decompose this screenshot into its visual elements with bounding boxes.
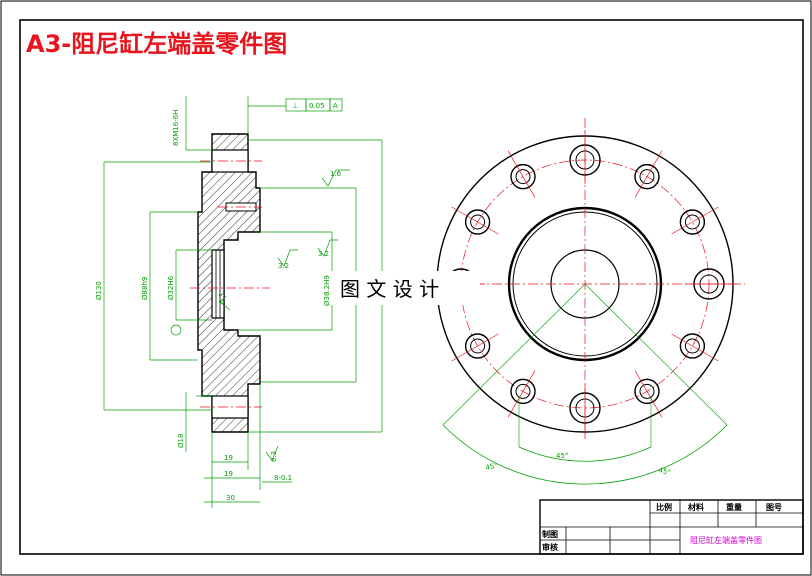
- dia-32-label: Ø32H6: [167, 275, 175, 300]
- bolt-hole-outer: [634, 378, 660, 405]
- roughness-a-label: 3.2: [278, 262, 289, 270]
- tb-scale: 比例: [656, 502, 672, 512]
- watermark: 图 文 设 计: [340, 277, 439, 301]
- bolt-hole-inner: [639, 383, 655, 399]
- dia-88-label: Ø88h9: [141, 277, 149, 300]
- angle-ext: [584, 283, 728, 426]
- thread-hole-top: [211, 149, 249, 173]
- hole-center-line: [507, 150, 536, 198]
- bolt-hole-outer: [679, 333, 706, 359]
- title-block: [539, 499, 804, 555]
- angle-arc-outer: [442, 424, 728, 485]
- bolt-hole-outer: [510, 163, 536, 190]
- bolt-hole-inner: [470, 338, 486, 354]
- tb-draw: 制图: [542, 529, 558, 539]
- dia-38-label: Ø38.2H9: [323, 275, 331, 306]
- len-30-label: 30: [226, 494, 235, 502]
- tol-datum: A: [333, 102, 338, 110]
- bore-clear: [211, 249, 225, 319]
- bolt-hole-outer: [679, 209, 706, 235]
- hole-center-line: [671, 333, 719, 362]
- bolt-hole-inner: [639, 169, 655, 185]
- bolt-hole-inner: [684, 214, 700, 230]
- roughness-b-label: 3.2: [318, 250, 329, 258]
- hole-center-line: [634, 150, 663, 198]
- bolt-hole-inner: [515, 169, 531, 185]
- len-19a-label: 19: [224, 454, 233, 462]
- dia-18-label: Ø18: [177, 434, 185, 448]
- tol-value: 0.05: [309, 102, 325, 110]
- bolt-hole-outer: [464, 209, 491, 235]
- angle-a-label: 45°: [556, 452, 568, 460]
- tb-review: 审核: [542, 542, 558, 552]
- hole-center-line: [451, 206, 499, 235]
- tb-material: 材料: [688, 502, 704, 512]
- bolt-hole-outer: [510, 378, 536, 405]
- bolt-hole-inner: [470, 214, 486, 230]
- section-hatch: [197, 133, 261, 433]
- tol-symbol: ⊥: [292, 102, 298, 110]
- tb-drawing-no: 图号: [766, 503, 782, 512]
- bolt-hole-inner: [684, 338, 700, 354]
- bolt-holes: [431, 130, 739, 438]
- bolt-hole-outer: [464, 333, 491, 359]
- thread-hole-bottom: [211, 395, 249, 419]
- angle-ext: [442, 283, 586, 426]
- tb-weight: 重量: [726, 502, 742, 512]
- angle-c-label: 45°: [658, 466, 672, 477]
- hole-center-line: [634, 370, 663, 418]
- dia-130-label: Ø130: [95, 281, 103, 300]
- drawing-title: A3-阻尼缸左端盖零件图: [26, 30, 287, 58]
- angle-b-label: 45°: [485, 462, 499, 472]
- tolerance-frame: ⊥ 0.05 A: [285, 98, 343, 112]
- roughness-d-label: 6.3: [270, 451, 278, 462]
- tb-part-name: 阻尼缸左端盖零件图: [690, 535, 762, 545]
- len-8-label: 8-0.1: [274, 474, 292, 482]
- angle-arc-inner: [518, 446, 652, 462]
- hole-center-line: [451, 333, 499, 362]
- bolt-hole-inner: [515, 383, 531, 399]
- bolt-hole-outer: [634, 163, 660, 190]
- roughness-top-label: 1.6: [330, 170, 342, 178]
- watermark-bg: [330, 271, 480, 305]
- roughness-c-label: 6.3: [218, 293, 226, 304]
- side-section-view: [190, 133, 270, 433]
- inner-frame: [19, 19, 804, 555]
- thread-callout: 8XM16-6H: [172, 110, 180, 146]
- roughness-marks: [170, 169, 350, 461]
- len-19b-label: 19: [224, 470, 233, 478]
- hole-center-line: [507, 370, 536, 418]
- hole-center-line: [671, 206, 719, 235]
